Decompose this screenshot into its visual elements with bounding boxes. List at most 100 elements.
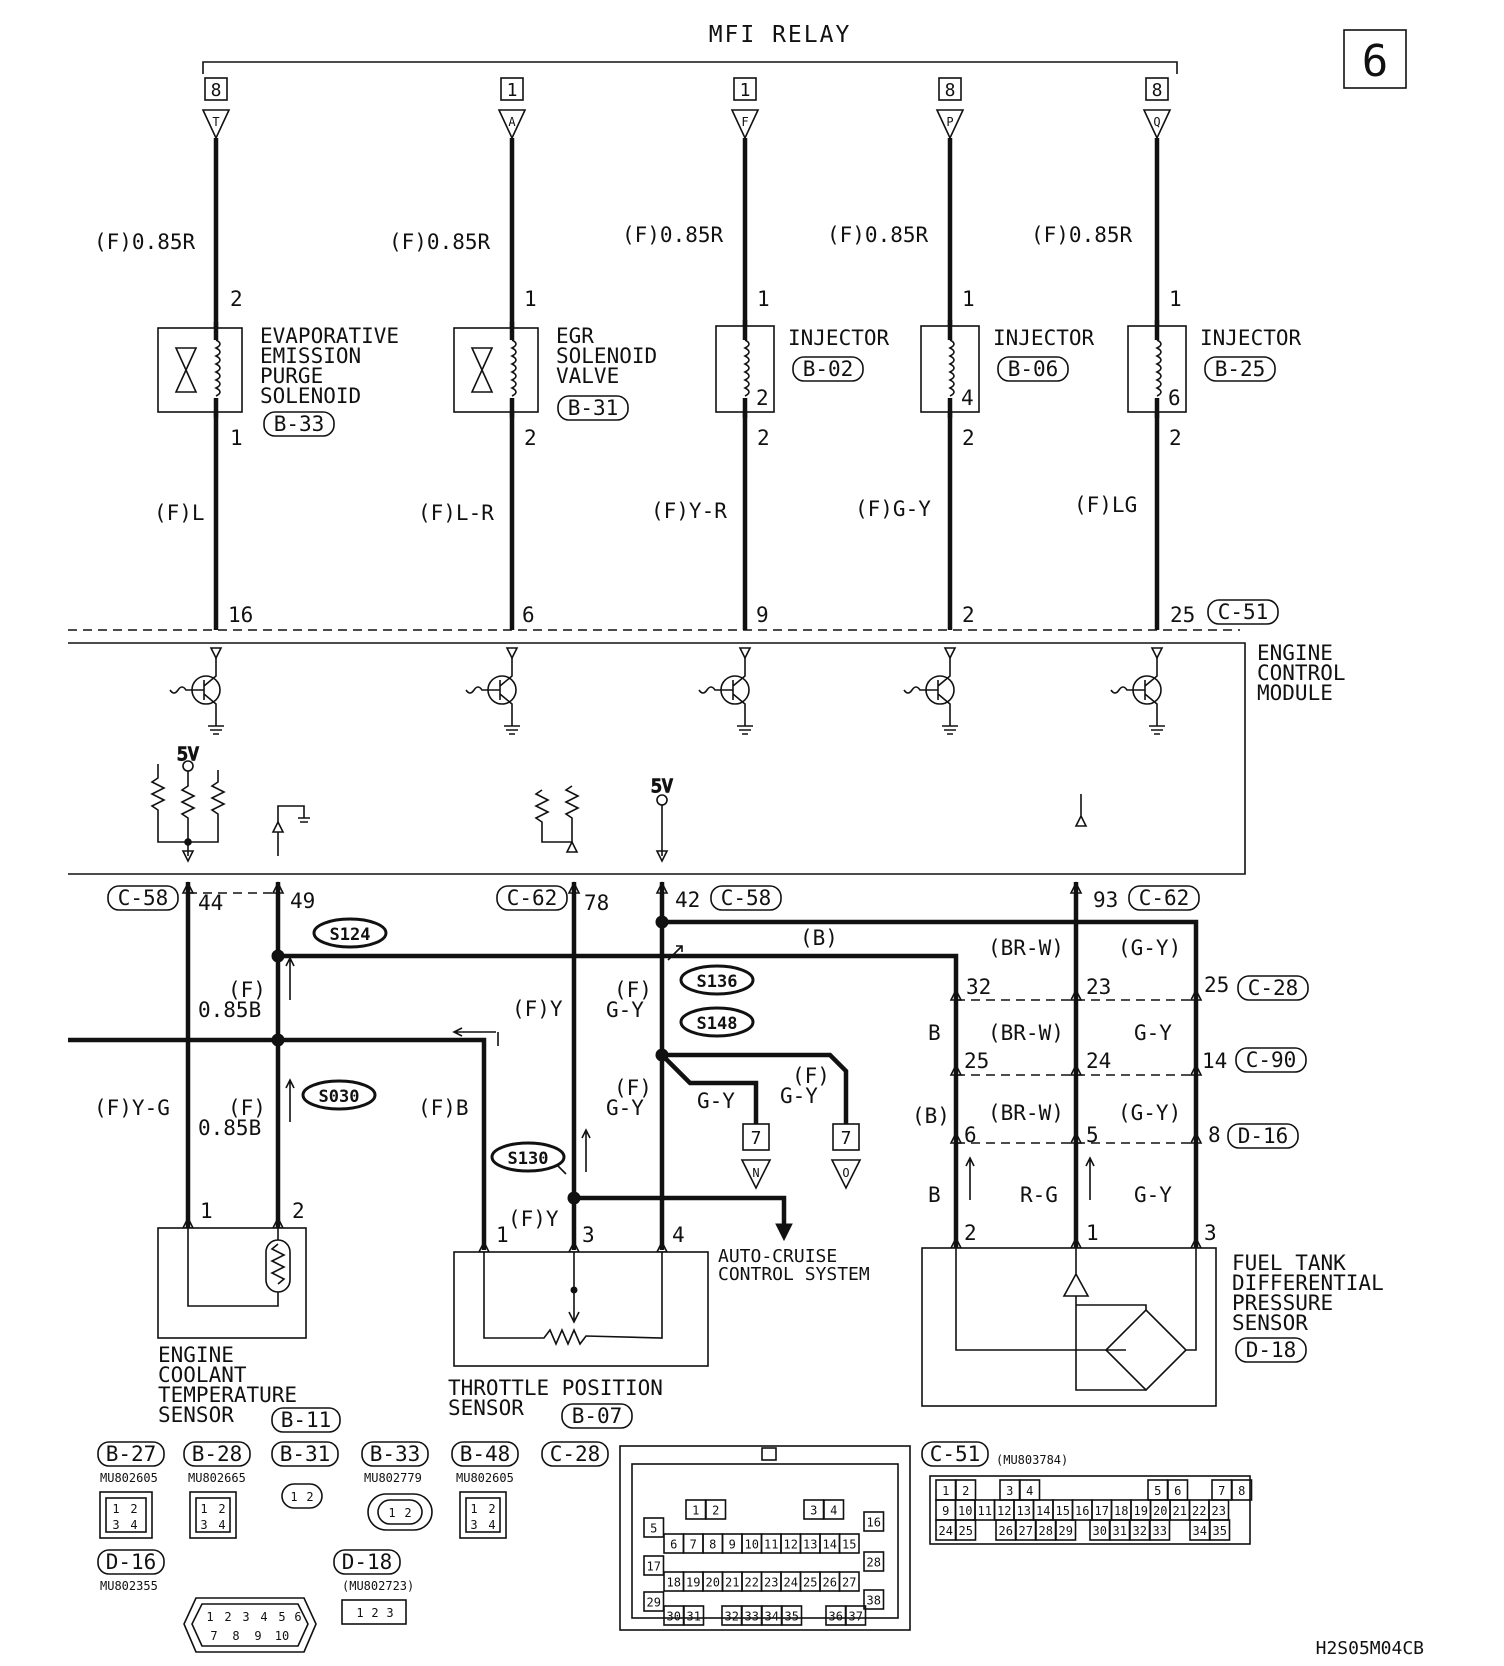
svg-text:A: A (508, 115, 516, 129)
connector-pill (792, 356, 864, 382)
connector-pin-label: 19 (686, 1576, 700, 1590)
relay-terminal-2: 1 A (497, 77, 527, 140)
relay-terminal-4: 8 P (935, 77, 965, 140)
svg-text:D-18: D-18 (342, 1550, 393, 1574)
mfi-relay-label: MFI RELAY (709, 22, 852, 48)
ecm-box (68, 642, 1246, 875)
connector-pin-label: 17 (647, 1560, 661, 1574)
svg-text:(F): (F) (614, 1076, 652, 1100)
connector-views: B-27 MU802605 1 2 3 4 B-28 MU802665 1 2 … (97, 1441, 1068, 1653)
svg-text:4: 4 (488, 1518, 495, 1532)
connector-pin-cell (1209, 1519, 1231, 1541)
svg-text:(F): (F) (228, 978, 266, 1002)
svg-text:6: 6 (294, 1610, 301, 1624)
connector-pin-label: 34 (1193, 1524, 1207, 1538)
injector-2-label: INJECTOR (993, 326, 1095, 350)
ecm-pin: 2 (962, 603, 975, 627)
wire-label: (F)0.85R (94, 230, 196, 254)
connector-pin-label: 31 (687, 1610, 701, 1624)
svg-text:(MU803784): (MU803784) (996, 1453, 1068, 1467)
svg-text:MU802665: MU802665 (188, 1471, 246, 1485)
connector-pill (1207, 599, 1279, 625)
wire-label: (F)0.85R (1031, 223, 1133, 247)
connector-pin-label: 12 (997, 1504, 1011, 1518)
connector-pin-label: 34 (765, 1610, 779, 1624)
svg-text:2: 2 (756, 386, 769, 410)
connector-pin-label: 19 (1134, 1504, 1148, 1518)
svg-text:10: 10 (275, 1629, 289, 1643)
terminal-box-o: 7 O (830, 1123, 862, 1190)
connector-pin-label: 11 (764, 1538, 778, 1552)
svg-text:Q: Q (1153, 115, 1160, 129)
connector-pin-label: 22 (1192, 1504, 1206, 1518)
splice-s136: S136 (679, 964, 755, 996)
connector-pin-cell (643, 1591, 665, 1612)
svg-text:G-Y: G-Y (1134, 1183, 1172, 1207)
svg-text:25: 25 (964, 1049, 989, 1073)
svg-text:(B): (B) (800, 926, 838, 950)
fuel-sensor-label-2: DIFFERENTIAL (1232, 1271, 1384, 1295)
ect-label-1: ENGINE (158, 1343, 234, 1367)
connector-pin-label: 6 (1174, 1484, 1181, 1498)
injector-1: 1 2 2 (715, 287, 775, 450)
svg-text:2: 2 (218, 1502, 225, 1516)
connector-pin-cell (863, 1589, 885, 1610)
svg-text:3: 3 (1204, 1221, 1217, 1245)
connector-pill (263, 411, 335, 437)
svg-text:5V: 5V (177, 744, 199, 765)
ecm-pin: 25 (1170, 603, 1195, 627)
page-number: 6 (1362, 36, 1389, 87)
connector-pin-label: 9 (942, 1504, 949, 1518)
connector-pin-cell (838, 1533, 860, 1554)
svg-text:D-16: D-16 (106, 1550, 157, 1574)
connector-pin-label: 27 (1019, 1524, 1033, 1538)
relay-terminal-1: 8 T (201, 77, 231, 140)
connector-pin-label: 25 (959, 1524, 973, 1538)
svg-text:5: 5 (1086, 1123, 1099, 1147)
connector-pin-cell (863, 1551, 885, 1572)
injector-3-connector: B-25 (1215, 357, 1266, 381)
svg-text:7: 7 (841, 1128, 852, 1149)
connector-pin-label: 33 (1153, 1524, 1167, 1538)
connector-pin-cell (955, 1519, 977, 1541)
svg-text:1: 1 (757, 287, 770, 311)
connector-pin-label: 29 (647, 1596, 661, 1610)
svg-text:C-58: C-58 (721, 886, 772, 910)
fuel-sensor-label-4: SENSOR (1232, 1311, 1308, 1335)
connector-pin-cell (683, 1605, 705, 1626)
svg-text:2: 2 (962, 426, 975, 450)
svg-text:N: N (752, 1166, 759, 1180)
svg-text:R-G: R-G (1020, 1183, 1058, 1207)
lower-wire-labels: (B) (F) 0.85B (F)Y (F) G-Y (F)Y-G (F) 0.… (94, 926, 838, 1231)
auto-cruise-label-1: AUTO-CRUISE (718, 1246, 837, 1267)
svg-text:0.85B: 0.85B (198, 1116, 261, 1140)
connector-pin-label: 38 (867, 1594, 881, 1608)
svg-text:8: 8 (232, 1629, 239, 1643)
svg-text:1: 1 (200, 1199, 213, 1223)
egr-connector: B-31 (568, 396, 619, 420)
svg-text:MU802605: MU802605 (456, 1471, 514, 1485)
svg-text:D-16: D-16 (1238, 1124, 1289, 1148)
injector-2: 1 4 2 (920, 287, 980, 450)
svg-text:2: 2 (1169, 426, 1182, 450)
svg-text:(G-Y): (G-Y) (1118, 936, 1181, 960)
splice-s030: S030 (301, 1079, 377, 1111)
connector-pin-label: 24 (784, 1576, 798, 1590)
injector-2-connector: B-06 (1008, 357, 1059, 381)
connector-pin-label: 26 (999, 1524, 1013, 1538)
connector-pin-label: 35 (1213, 1524, 1227, 1538)
lower-harness (68, 881, 1199, 1253)
svg-text:14: 14 (1202, 1049, 1227, 1073)
egr-label-2: SOLENOID (556, 344, 657, 368)
svg-text:2: 2 (371, 1606, 378, 1620)
svg-text:(F)Y-G: (F)Y-G (94, 1096, 170, 1120)
connector-pin-label: 24 (939, 1524, 953, 1538)
svg-text:(F)Y: (F)Y (512, 997, 563, 1021)
connector-pin-label: 7 (690, 1538, 697, 1552)
connector-pill (557, 395, 629, 421)
svg-text:1: 1 (290, 1490, 297, 1504)
svg-text:9: 9 (254, 1629, 261, 1643)
figure-id: H2S05M04CB (1316, 1638, 1424, 1659)
svg-text:49: 49 (290, 889, 315, 913)
